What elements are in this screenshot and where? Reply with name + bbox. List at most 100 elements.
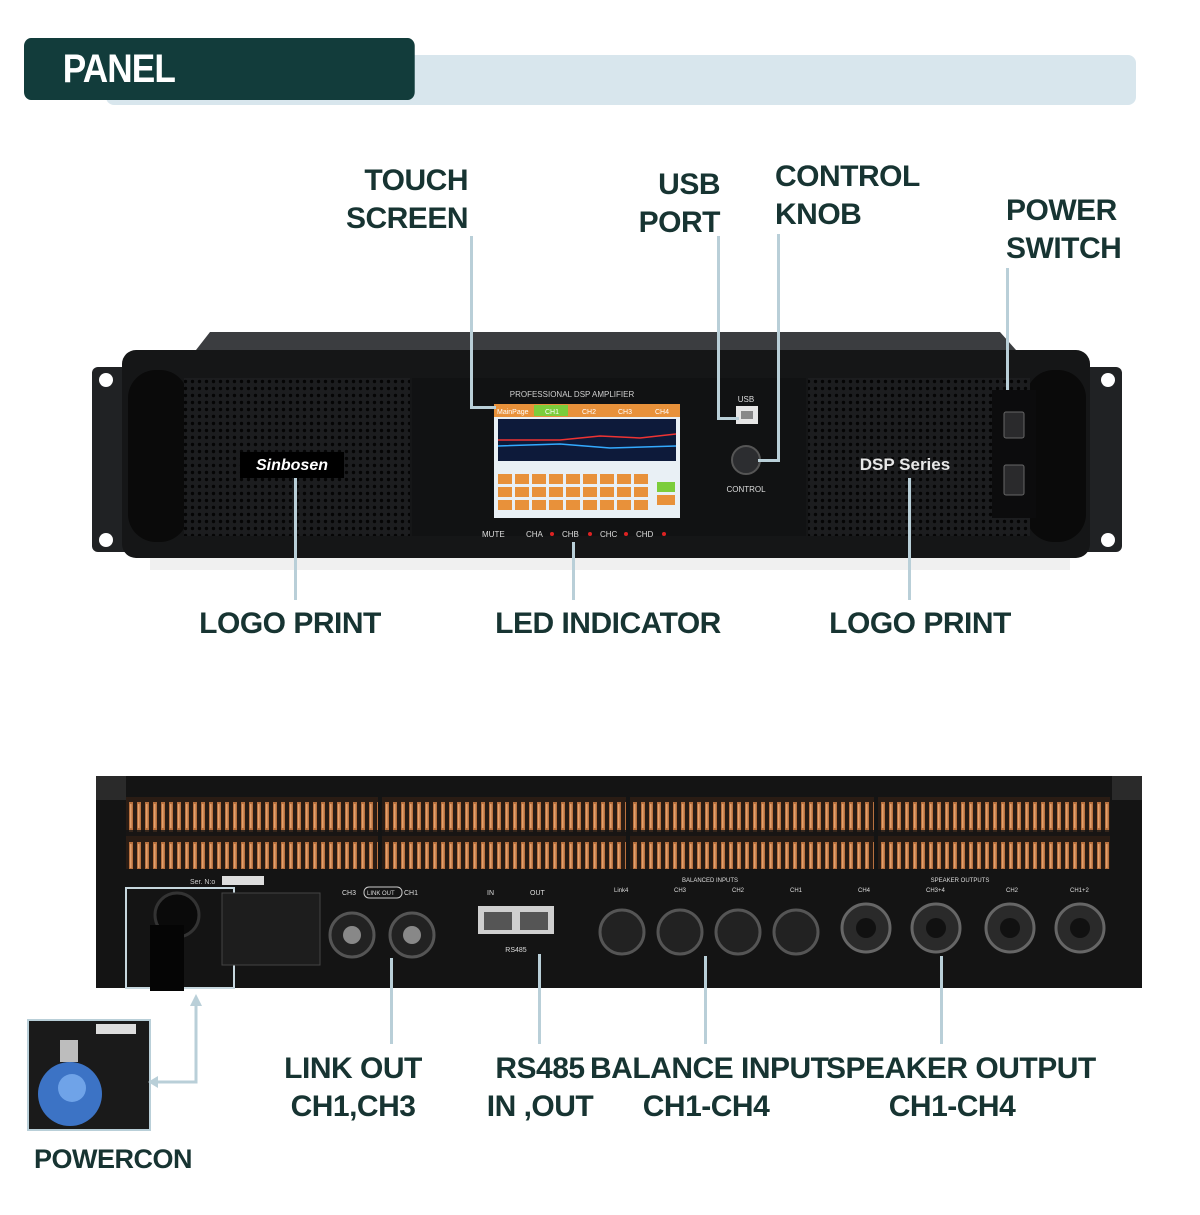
ser-no-label: Ser. N:o (190, 879, 215, 886)
label-plate (221, 892, 321, 966)
svg-text:CHD: CHD (636, 530, 654, 539)
label-led-indicator: LED INDICATOR (495, 607, 721, 640)
leader-balance-input (704, 956, 707, 1044)
svg-text:CH3+4: CH3+4 (926, 888, 946, 894)
screen-tab-labels: MainPage CH1 CH2 CH3 CH4 (497, 409, 669, 416)
svg-text:CH3: CH3 (618, 409, 632, 416)
rear-panel-device: Ser. N:o CH3 LINK OUT CH1 IN OUT RS485 B… (96, 776, 1142, 991)
svg-text:Link4: Link4 (614, 888, 629, 894)
label-line: IN ,OUT (486, 1090, 594, 1123)
svg-text:CH2: CH2 (582, 409, 596, 416)
link-out-caption: LINK OUT (367, 891, 395, 897)
rs485-caption: RS485 (505, 947, 527, 954)
handle-left (128, 370, 188, 542)
screen-button (657, 482, 675, 492)
screen-param-grid (498, 474, 648, 510)
label-line: PORT (638, 206, 721, 239)
rack-hole (1101, 373, 1115, 387)
input-labels: Link4 CH3 CH2 CH1 (614, 888, 803, 894)
label-line: RS485 (495, 1052, 585, 1085)
leader-link-out (390, 958, 393, 1044)
usb-caption: USB (738, 395, 754, 404)
svg-text:CH4: CH4 (858, 888, 871, 894)
series-logo: DSP Series (860, 455, 950, 474)
xlr-input-ch2 (714, 908, 762, 956)
leader-touch-screen (470, 236, 473, 408)
label-line: POWER (1006, 194, 1117, 227)
label-line: KNOB (775, 198, 862, 231)
label-line: BALANCE INPUT (590, 1052, 829, 1085)
label-line: SPEAKER OUTPUT (826, 1052, 1096, 1085)
rack-ear-right (1082, 367, 1122, 552)
led-lights (550, 532, 666, 536)
label-logo-print-left: LOGO PRINT (199, 607, 381, 640)
label-balance-input: BALANCE INPUT CH1-CH4 (590, 1050, 829, 1126)
leader-led-indicator (572, 542, 575, 600)
control-knob (731, 445, 761, 475)
screen-caption: PROFESSIONAL DSP AMPLIFIER (510, 390, 635, 399)
leader-touch-screen (470, 406, 496, 409)
label-line: CH1,CH3 (290, 1090, 416, 1123)
speaker-outputs-caption: SPEAKER OUTPUTS (931, 878, 990, 884)
label-line: CONTROL (775, 160, 920, 193)
screen-tab-active (534, 405, 568, 416)
label-speaker-output: SPEAKER OUTPUT CH1-CH4 (826, 1050, 1096, 1126)
rs485-in-caption: IN (487, 890, 494, 897)
screen-button (657, 495, 675, 505)
xlr-input-ch1 (772, 908, 820, 956)
power-switch-panel (992, 390, 1036, 518)
chassis-top (196, 332, 1016, 350)
label-line: SWITCH (1006, 232, 1122, 265)
xlr-input-ch3 (656, 908, 704, 956)
output-labels: CH4 CH3+4 CH2 CH1+2 (858, 888, 1090, 894)
powercon-inset-photo (27, 1019, 151, 1131)
label-rs485: RS485 IN ,OUT (452, 1050, 628, 1126)
label-powercon: POWERCON (34, 1144, 193, 1174)
reflection (150, 558, 1070, 570)
svg-text:CH1: CH1 (790, 888, 803, 894)
svg-text:CH4: CH4 (655, 409, 669, 416)
leader-power-switch (1006, 268, 1009, 390)
svg-text:MUTE: MUTE (482, 530, 505, 539)
label-power-switch: POWER SWITCH (1006, 192, 1156, 268)
rack-hole (1101, 533, 1115, 547)
svg-text:CHB: CHB (562, 530, 579, 539)
leader-speaker-output (940, 956, 943, 1044)
eq-curve (498, 433, 677, 441)
power-cable (150, 925, 184, 991)
label-line: TOUCH (364, 164, 468, 197)
label-line: SCREEN (345, 202, 469, 235)
leader-usb-port (717, 417, 739, 420)
svg-text:CH2: CH2 (1006, 888, 1019, 894)
label-line: USB (658, 168, 720, 201)
handle-right (1026, 370, 1086, 542)
label-line: CH1-CH4 (888, 1090, 1016, 1123)
front-panel-device: Sinbosen DSP Series PROFESSIONAL DSP AMP… (92, 332, 1122, 570)
powercon-arrow (148, 994, 202, 1088)
leader-control-knob (777, 234, 780, 462)
remote-switch (1003, 411, 1025, 439)
label-line: CH1-CH4 (642, 1090, 770, 1123)
rs485-out-caption: OUT (530, 890, 546, 897)
xlr-ch3-caption: CH3 (342, 890, 356, 897)
led-labels: MUTE CHA CHB CHC CHD (482, 530, 654, 539)
leader-logo-print-left (294, 478, 297, 600)
page-title: PANEL INTRODUCTION (24, 38, 415, 153)
balanced-inputs-caption: BALANCED INPUTS (682, 878, 738, 884)
leader-logo-print-right (908, 478, 911, 600)
label-control-knob: CONTROL KNOB (775, 158, 925, 234)
leader-usb-port (717, 236, 720, 420)
label-link-out: LINK OUT CH1,CH3 (272, 1050, 434, 1126)
svg-text:CHC: CHC (600, 530, 618, 539)
xlr-ch1-caption: CH1 (404, 890, 418, 897)
brand-logo: Sinbosen (256, 457, 328, 474)
svg-text:MainPage: MainPage (497, 409, 529, 416)
xlr-input-link4 (598, 908, 646, 956)
brand-plate (240, 452, 344, 478)
leader-control-knob (758, 459, 780, 462)
label-logo-print-right: LOGO PRINT (829, 607, 1011, 640)
svg-text:CH3: CH3 (674, 888, 687, 894)
power-switch (1003, 464, 1025, 496)
svg-text:CHA: CHA (526, 530, 544, 539)
